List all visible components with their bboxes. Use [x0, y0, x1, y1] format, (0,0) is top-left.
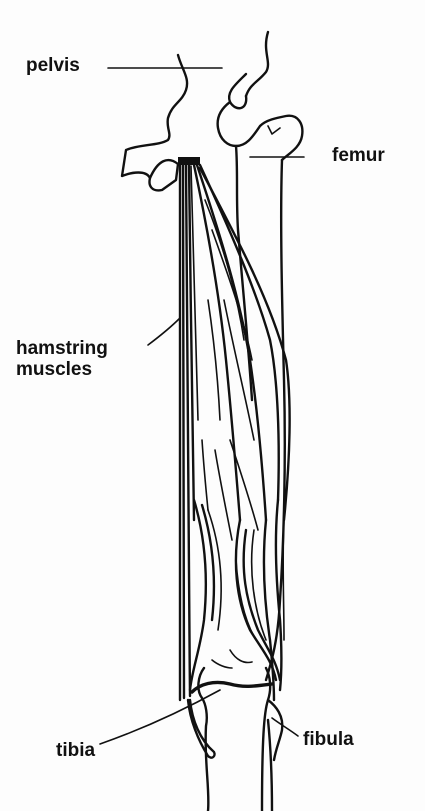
hamstring-label-line1: hamstring — [16, 339, 108, 360]
pelvis-label: pelvis — [26, 56, 80, 77]
fibula-leader — [272, 718, 298, 736]
fibula-bone — [268, 700, 282, 811]
tibia-bone — [188, 650, 272, 811]
hamstring-muscles — [178, 157, 290, 700]
tibia-label: tibia — [56, 741, 95, 762]
hamstring-label-line2: muscles — [16, 360, 108, 381]
hamstring-leader — [148, 318, 180, 345]
fibula-label: fibula — [303, 730, 354, 751]
hamstring-muscles-label: hamstring muscles — [16, 339, 108, 381]
femur-label: femur — [332, 146, 385, 167]
